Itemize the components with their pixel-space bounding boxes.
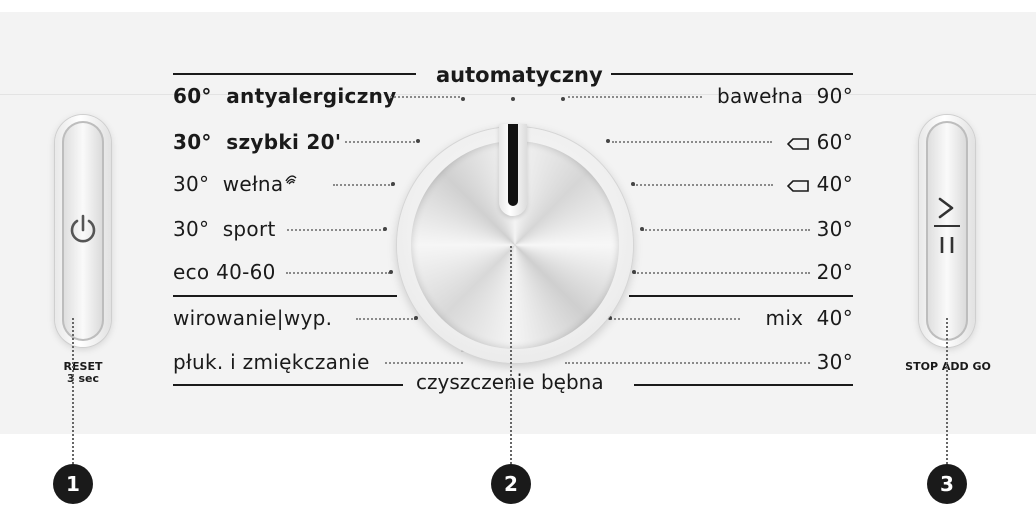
program-name: szybki 20' [226,130,342,154]
program-30-bottom[interactable]: 30° [780,350,853,374]
dial-top-label: automatyczny [436,63,603,87]
leader [385,362,463,364]
program-temp: 30° [173,130,212,154]
program-antyalergiczny[interactable]: 60° antyalergiczny [173,84,397,108]
start-button-face [926,121,968,341]
top-rule-right [611,73,853,75]
leader [634,272,810,274]
leader [610,318,740,320]
callout-marker-1: 1 [53,464,93,504]
program-temp: 40° [816,306,853,330]
program-easycare-60[interactable]: 60° [740,130,853,154]
callout-line-3 [946,318,948,464]
program-eco[interactable]: eco 40-60 [173,260,276,284]
dial-tick [389,270,393,274]
callout-marker-3: 3 [927,464,967,504]
play-pause-icon [934,197,960,253]
callout-line-2 [510,246,512,464]
right-divider [629,295,853,297]
top-rule-left [173,73,416,75]
dial-tick [632,270,636,274]
dial-tick [391,182,395,186]
panel-seam [0,94,1036,95]
leader [286,272,390,274]
program-name: wełna [222,172,284,196]
program-name: wirowanie|wyp. [173,306,333,330]
leader [333,184,393,186]
program-mix[interactable]: mix 40° [740,306,853,330]
program-welna[interactable]: 30° wełna [173,172,298,196]
program-temp: 20° [816,260,853,284]
program-sport[interactable]: 30° sport [173,217,276,241]
program-temp: 40° [816,172,853,196]
program-temp: 60° [173,84,212,108]
leader [642,229,810,231]
easy-care-icon [786,179,809,192]
program-bawelna[interactable]: bawełna 90° [700,84,853,108]
dial-tick [640,227,644,231]
leader [612,141,772,143]
program-name: bawełna [716,84,804,108]
program-30[interactable]: 30° [780,217,853,241]
dial-tick [606,139,610,143]
power-caption: RESET 3 sec [53,361,113,385]
leader [568,96,702,98]
leader [356,318,416,320]
program-selector-knob[interactable] [397,127,633,363]
easy-care-icon [786,137,809,150]
dial-tick [511,97,515,101]
dial-tick [608,316,612,320]
dial-bottom-label: czyszczenie bębna [416,370,604,394]
leader [390,96,460,98]
program-name: sport [222,217,276,241]
dial-tick [414,316,418,320]
dial-tick [561,97,565,101]
program-name: antyalergiczny [226,84,397,108]
callout-marker-2: 2 [491,464,531,504]
program-20[interactable]: 20° [780,260,853,284]
leader [633,184,773,186]
dial-tick [631,182,635,186]
callout-line-1 [72,318,74,464]
program-temp: 90° [816,84,853,108]
power-icon [70,214,96,243]
program-name: eco 40-60 [173,260,276,284]
program-temp: 30° [816,350,853,374]
dial-tick [383,227,387,231]
wool-icon [285,175,297,185]
power-button-face [62,121,104,341]
program-temp: 60° [816,130,853,154]
bottom-rule-left [173,384,403,386]
start-caption: STOP ADD GO [905,360,991,373]
program-temp: 30° [173,217,210,241]
program-easycare-40[interactable]: 40° [740,172,853,196]
program-name: mix [765,306,804,330]
start-pause-button[interactable] [919,115,975,347]
program-temp: 30° [173,172,210,196]
leader [345,141,415,143]
left-divider [173,295,397,297]
bottom-rule-right [634,384,853,386]
dial-tick [461,97,465,101]
program-wirowanie[interactable]: wirowanie|wyp. [173,306,332,330]
program-plukanie[interactable]: płuk. i zmiękczanie [173,350,370,374]
program-name: płuk. i zmiękczanie [173,350,370,374]
program-temp: 30° [816,217,853,241]
leader [287,229,385,231]
knob-pointer-mark [508,124,518,206]
dial-tick [416,139,420,143]
leader [565,362,810,364]
power-button[interactable] [55,115,111,347]
caption-line: 3 sec [66,372,99,385]
program-szybki[interactable]: 30° szybki 20' [173,130,341,154]
